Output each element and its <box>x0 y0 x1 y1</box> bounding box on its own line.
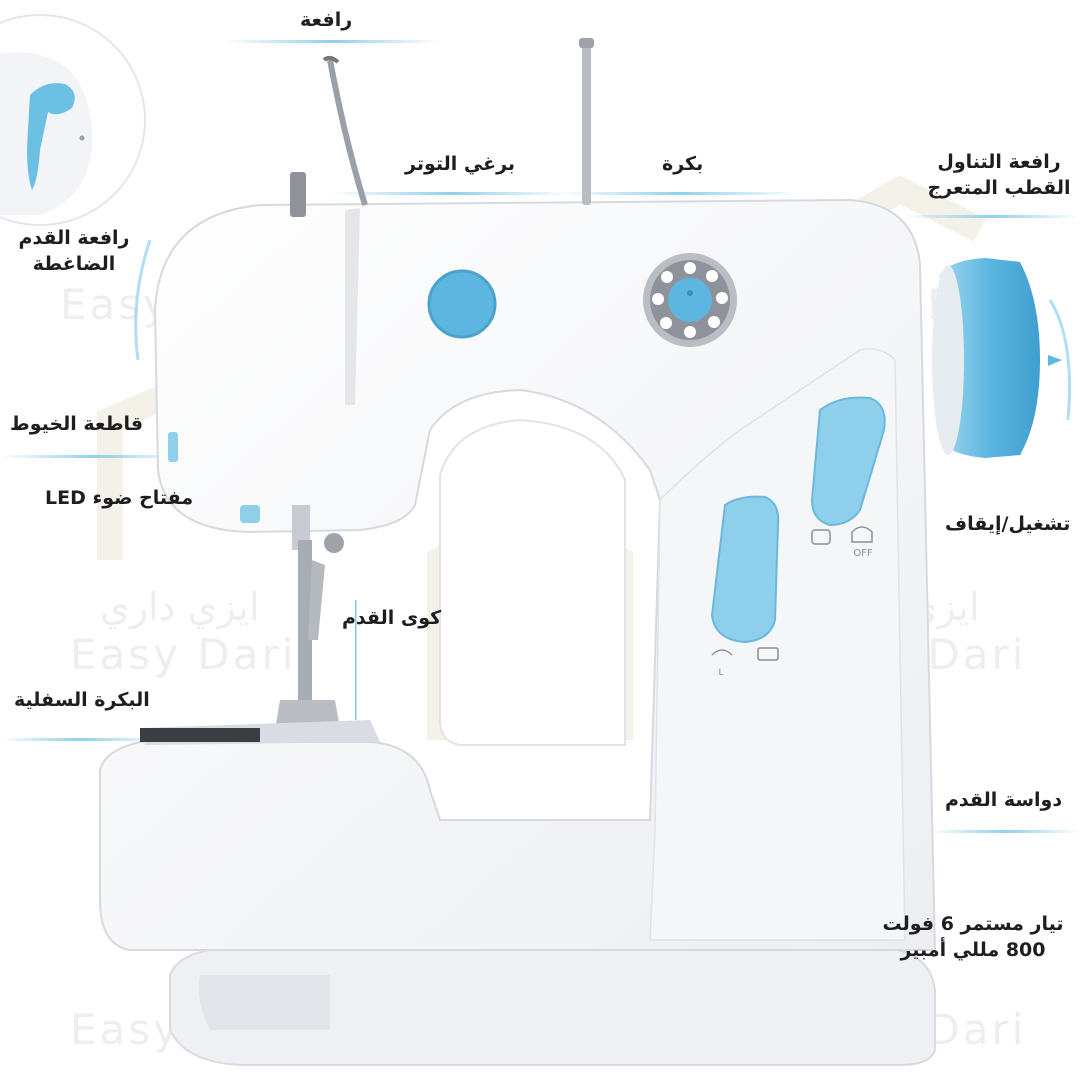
speed-marking: L <box>718 668 723 678</box>
label-bobbin: البكرة السفلية <box>14 689 150 711</box>
presser-foot-icon <box>275 505 344 730</box>
stitch-dial-icon <box>643 253 737 347</box>
label-power-spec: تيار مستمر 6 فولت 800 مللي أمبير <box>870 912 1076 963</box>
tension-knob-icon <box>427 269 497 339</box>
label-zigzag-lever-line1: رافعة التناول <box>937 151 1061 173</box>
label-presser-foot: كوى القدم <box>342 607 442 629</box>
off-marking: OFF <box>853 548 873 559</box>
label-spool: بكرة <box>662 153 704 175</box>
label-presser-foot-lifter-line2: الضاغطة <box>32 252 116 275</box>
label-led-switch: مفتاح ضوء LED <box>45 487 194 509</box>
label-lifter: رافعة <box>300 9 353 31</box>
label-power-spec-line2: 800 مللي أمبير <box>900 938 1046 961</box>
label-foot-pedal: دواسة القدم <box>945 789 1063 811</box>
label-thread-cutter: قاطعة الخيوط <box>10 413 144 435</box>
label-presser-foot-lifter: رافعة القدم الضاغطة <box>0 226 148 277</box>
panel-symbols <box>711 526 873 661</box>
watermark-latin-3: Easy Dari <box>70 630 297 679</box>
presser-foot-lifter-inset <box>0 14 146 226</box>
label-power-switch: تشغيل/إيقاف <box>945 513 1071 535</box>
power-switch-icon <box>810 396 886 527</box>
label-tension-screw: برغي التوتر <box>405 153 516 175</box>
label-zigzag-lever-line2: القطب المتعرج <box>927 176 1071 199</box>
label-power-spec-line1: تيار مستمر 6 فولت <box>882 913 1064 935</box>
watermark-arabic-2: ايزي داري <box>100 585 260 629</box>
guide-lines <box>0 40 1080 833</box>
label-presser-foot-lifter-line1: رافعة القدم <box>18 227 130 249</box>
hand-wheel-icon <box>932 258 1062 458</box>
speed-switch-icon <box>710 495 780 644</box>
label-zigzag-lever: رافعة التناول القطب المتعرج <box>920 150 1078 201</box>
